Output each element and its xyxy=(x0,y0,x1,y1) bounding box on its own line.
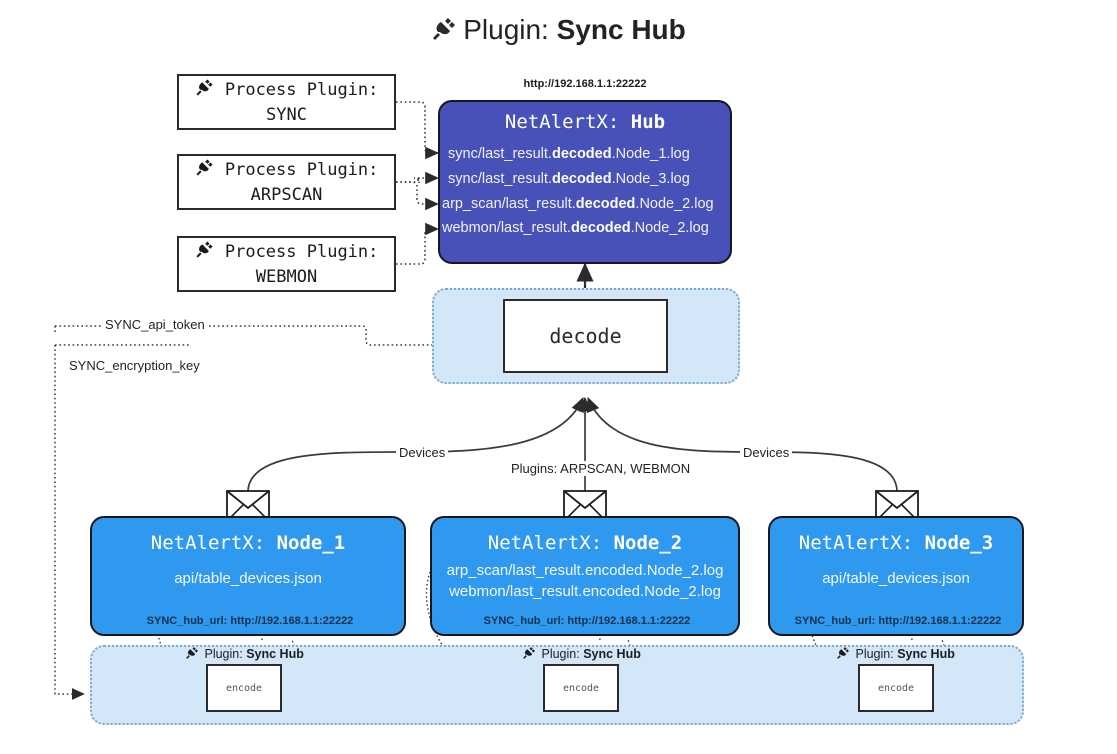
encode-box-2[interactable]: encode xyxy=(543,664,619,712)
node-box-node-2[interactable]: NetAlertX: Node_2 arp_scan/last_result.e… xyxy=(430,516,740,636)
encode-label: encode xyxy=(877,682,915,694)
hub-log-line: sync/last_result.decoded.Node_3.log xyxy=(448,171,690,187)
encoder-plugin-label-1: Plugin: Sync Hub xyxy=(185,646,304,663)
process-plugin-label: Process Plugin: xyxy=(224,241,379,262)
node-to-decode-edges xyxy=(247,396,898,493)
plug-icon xyxy=(195,241,224,264)
secret-label-encryption-key: SYNC_encryption_key xyxy=(66,358,203,373)
encoder-plugin-label-2: Plugin: Sync Hub xyxy=(522,646,641,663)
node-line: arp_scan/last_result.encoded.Node_2.log xyxy=(446,562,724,579)
process-plugin-name: SYNC xyxy=(266,104,307,125)
process-plugin-box-sync[interactable]: Process Plugin: SYNC xyxy=(177,74,396,130)
secret-routes xyxy=(54,325,498,700)
node-box-node-1[interactable]: NetAlertX: Node_1 api/table_devices.json… xyxy=(90,516,406,636)
node-title: NetAlertX: Node_2 xyxy=(487,532,683,554)
hub-log-line: webmon/last_result.decoded.Node_2.log xyxy=(442,220,709,236)
plug-icon xyxy=(522,647,539,663)
decode-label: decode xyxy=(549,324,622,348)
encode-label: encode xyxy=(225,682,263,694)
edge-label-devices-left: Devices xyxy=(396,445,449,460)
node-footer: SYNC_hub_url: http://192.168.1.1:22222 xyxy=(794,615,1002,627)
process-plugin-name: ARPSCAN xyxy=(250,184,323,205)
title-prefix: Plugin: xyxy=(463,14,549,45)
hub-title: NetAlertX: Hub xyxy=(504,111,666,133)
process-plugin-name: WEBMON xyxy=(255,266,318,287)
plug-icon xyxy=(431,16,457,49)
plug-icon xyxy=(185,647,202,663)
encoder-plugin-label-3: Plugin: Sync Hub xyxy=(836,646,955,663)
hub-log-line: sync/last_result.decoded.Node_1.log xyxy=(448,146,690,162)
node-footer: SYNC_hub_url: http://192.168.1.1:22222 xyxy=(146,615,354,627)
page-title: Plugin: Sync Hub xyxy=(0,14,1117,49)
plug-icon xyxy=(836,647,853,663)
plug-icon xyxy=(195,159,224,182)
process-plugin-label: Process Plugin: xyxy=(224,79,379,100)
node-line: webmon/last_result.encoded.Node_2.log xyxy=(449,583,721,600)
hub-url: http://192.168.1.1:22222 xyxy=(523,78,647,90)
process-plugin-label: Process Plugin: xyxy=(224,159,379,180)
plug-icon xyxy=(195,79,224,102)
node-box-node-3[interactable]: NetAlertX: Node_3 api/table_devices.json… xyxy=(768,516,1024,636)
decode-box[interactable]: decode xyxy=(503,299,668,373)
encode-label: encode xyxy=(562,682,600,694)
node-line: api/table_devices.json xyxy=(174,570,322,587)
edge-label-devices-right: Devices xyxy=(740,445,793,460)
secret-label-api-token: SYNC_api_token xyxy=(102,317,208,332)
edge-label-plugins-center: Plugins: ARPSCAN, WEBMON xyxy=(508,461,694,476)
process-plugin-box-arpscan[interactable]: Process Plugin: ARPSCAN xyxy=(177,154,396,210)
process-plugin-box-webmon[interactable]: Process Plugin: WEBMON xyxy=(177,236,396,292)
encode-box-1[interactable]: encode xyxy=(206,664,282,712)
encode-box-3[interactable]: encode xyxy=(858,664,934,712)
plugin-to-hub-connectors xyxy=(396,101,439,265)
node-footer: SYNC_hub_url: http://192.168.1.1:22222 xyxy=(483,615,691,627)
node-title: NetAlertX: Node_1 xyxy=(150,532,346,554)
hub-log-line: arp_scan/last_result.decoded.Node_2.log xyxy=(442,196,714,212)
node-line: api/table_devices.json xyxy=(822,570,970,587)
node-title: NetAlertX: Node_3 xyxy=(798,532,994,554)
title-name: Sync Hub xyxy=(556,14,686,45)
hub-box[interactable]: NetAlertX: Hub sync/last_result.decoded.… xyxy=(438,100,732,264)
